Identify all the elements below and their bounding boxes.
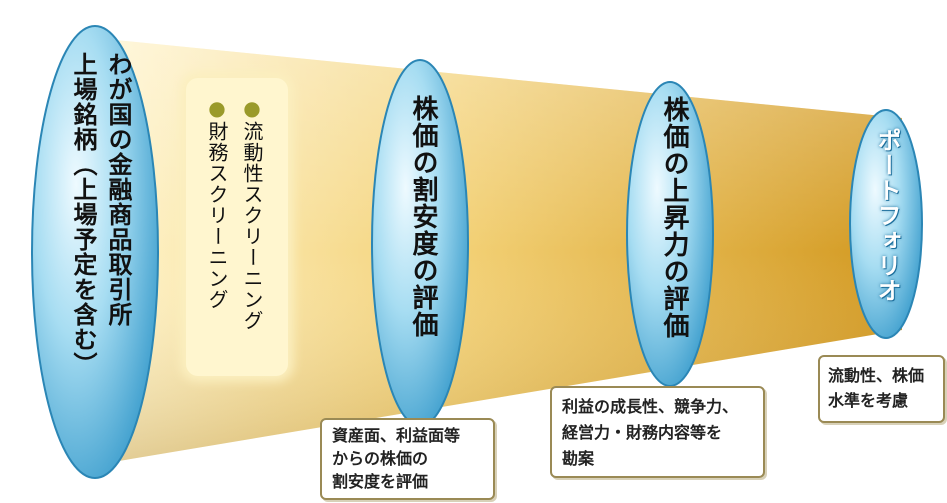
stage-disc-portfolio bbox=[849, 109, 923, 339]
stage-label-universe-line2: 上場銘柄（上場予定を含む） bbox=[69, 52, 97, 377]
stage-label-universe-line1: わが国の金融商品取引所 bbox=[104, 52, 132, 327]
stage-label-valuation: 株価の割安度の評価 bbox=[408, 95, 438, 338]
bullet-icon: ● bbox=[205, 96, 229, 121]
note-valuation: 資産面、利益面等 からの株価の 割安度を評価 bbox=[320, 418, 495, 500]
screening-panel bbox=[186, 78, 288, 376]
stage-label-portfolio: ポートフォリオ bbox=[873, 128, 901, 303]
note-line: 資産面、利益面等 bbox=[332, 426, 461, 445]
note-line: 水準を考慮 bbox=[828, 391, 909, 410]
screening-item-financial: ●財務スクリーニング bbox=[203, 96, 232, 310]
note-line: 勘案 bbox=[562, 449, 595, 468]
screening-item-liquidity: ●流動性スクリーニング bbox=[238, 96, 267, 331]
screening-item-label: 財務スクリーニング bbox=[205, 121, 229, 310]
screening-item-label: 流動性スクリーニング bbox=[240, 121, 264, 331]
note-line: 利益の成長性、競争力、 bbox=[562, 397, 739, 416]
note-line: 経営力・財務内容等を bbox=[562, 423, 723, 442]
stage-disc-universe bbox=[31, 25, 159, 479]
note-line: からの株価の bbox=[332, 449, 429, 468]
note-portfolio: 流動性、株価 水準を考慮 bbox=[818, 355, 945, 423]
note-line: 割安度を評価 bbox=[332, 472, 429, 491]
note-line: 流動性、株価 bbox=[828, 366, 925, 385]
stage-label-growth: 株価の上昇力の評価 bbox=[659, 96, 689, 339]
note-growth: 利益の成長性、競争力、 経営力・財務内容等を 勘案 bbox=[550, 386, 765, 478]
bullet-icon: ● bbox=[240, 96, 264, 121]
